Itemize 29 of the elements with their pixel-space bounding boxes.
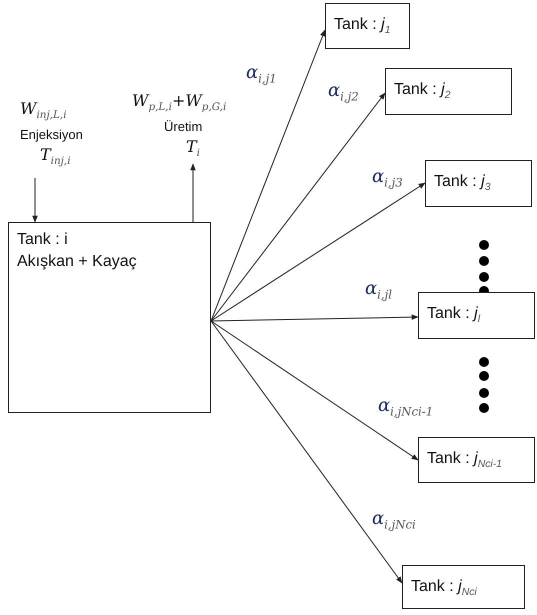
formula-label: T$_{i}$	[185, 136, 201, 162]
formula-label: T$_{inj,i}$	[39, 144, 72, 170]
arrow	[210, 92, 386, 322]
formula-label: W$_{inj,L,i}$	[20, 98, 68, 124]
tank-box	[325, 3, 410, 49]
arrow	[32, 178, 38, 223]
formula-label: W$_{p,L,i}$+W$_{p,G,i}$	[132, 90, 228, 116]
tank-label: Tank : j$_{Nci-1}$	[427, 450, 502, 470]
tank-box	[418, 437, 535, 483]
tank-box	[8, 222, 211, 413]
tank-box	[425, 160, 532, 207]
tank-label: Tank : j$_{2}$	[394, 81, 450, 102]
tank-label: Tank : j$_{1}$	[334, 16, 390, 36]
tank-label: Tank : j$_{l}$	[427, 305, 480, 326]
arrow	[210, 314, 419, 322]
tank-label: Tank : j$_{Nci}$	[411, 578, 477, 598]
tank-label: Tank : i	[17, 231, 69, 249]
arrow	[210, 29, 326, 322]
arrow	[190, 163, 196, 222]
tank-box	[418, 292, 535, 339]
arrow	[210, 320, 419, 460]
tank-label: Akışkan + Kayaç	[17, 253, 138, 271]
arrow	[210, 182, 426, 322]
tank-box	[402, 565, 525, 609]
text-label: Üretim	[163, 118, 204, 136]
arrow	[210, 320, 402, 584]
tank-label: Tank : j$_{3}$	[434, 173, 490, 194]
text-label: Enjeksiyon	[20, 126, 84, 144]
tank-box	[385, 68, 512, 115]
